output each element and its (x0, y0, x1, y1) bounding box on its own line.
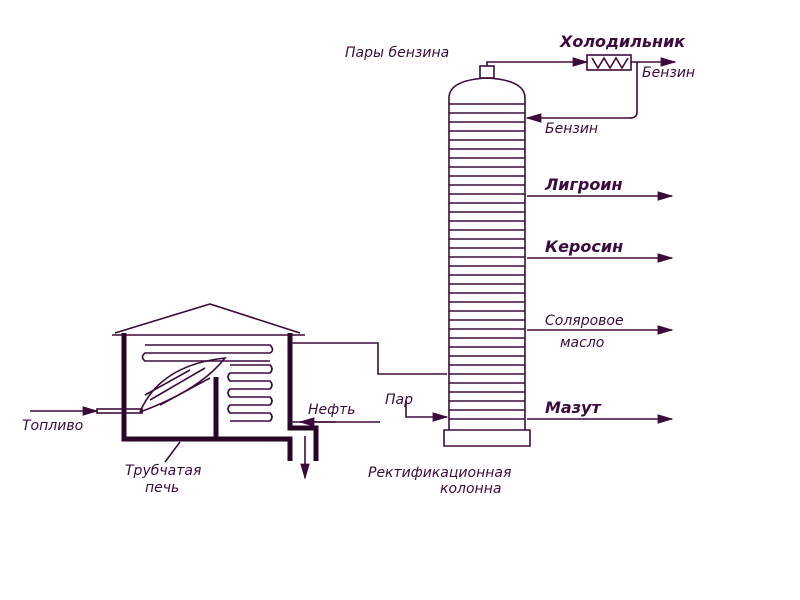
tube-furnace (30, 303, 447, 480)
label-solar-oil-1: Соляровое (545, 313, 624, 329)
label-fuel: Топливо (22, 418, 83, 434)
column-trays (449, 103, 525, 420)
label-fuel-oil: Мазут (545, 398, 602, 417)
vapor-line (486, 57, 589, 67)
label-column-2: колонна (440, 481, 501, 497)
label-cooler: Холодильник (559, 32, 686, 51)
label-solar-oil-2: масло (560, 335, 604, 351)
label-gasoline-reflux: Бензин (545, 121, 598, 137)
label-ligroin: Лигроин (544, 175, 623, 194)
label-furnace-1: Трубчатая (125, 463, 201, 479)
vapor-outlet-nozzle (479, 65, 495, 79)
label-crude-oil: Нефть (308, 402, 356, 418)
flame-icon (139, 357, 227, 413)
label-steam: Пар (385, 392, 413, 408)
label-gasoline-out: Бензин (642, 65, 695, 81)
cooler (586, 54, 632, 71)
steam-line (405, 400, 449, 422)
label-kerosene: Керосин (545, 237, 623, 256)
label-furnace-2: печь (145, 480, 179, 496)
label-column-1: Ректификационная (368, 465, 511, 481)
rectification-column (443, 65, 531, 447)
reflux-line (525, 62, 638, 123)
label-gasoline-vapors: Пары бензина (345, 45, 449, 61)
